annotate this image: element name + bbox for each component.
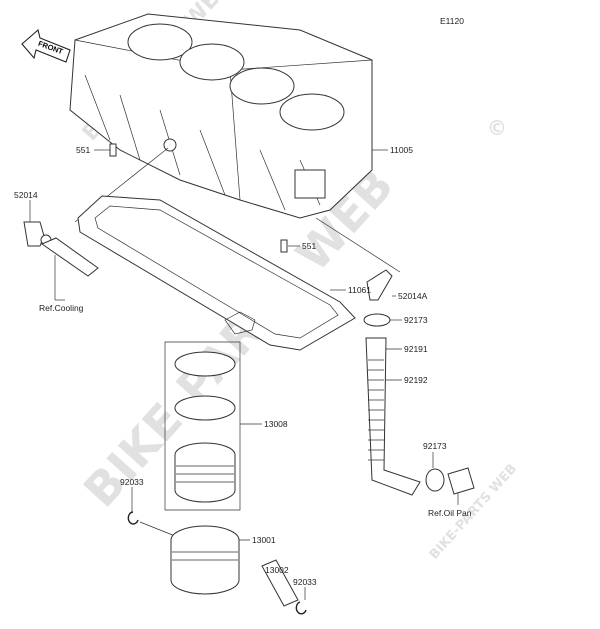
dowel-pin-upper bbox=[109, 143, 117, 157]
oil-hose bbox=[365, 337, 421, 496]
label-52014A: 52014A bbox=[398, 291, 428, 301]
cooling-hose bbox=[40, 237, 99, 277]
label-92173-upper: 92173 bbox=[404, 315, 428, 325]
label-13001: 13001 bbox=[252, 535, 276, 545]
label-11005: 11005 bbox=[390, 145, 413, 155]
label-92033-upper: 92033 bbox=[120, 477, 144, 487]
head-gasket-11061 bbox=[77, 195, 356, 351]
hose-clamp-upper bbox=[363, 313, 391, 327]
label-92192: 92192 bbox=[404, 375, 428, 385]
label-13008: 13008 bbox=[264, 419, 288, 429]
piston-pin-13002 bbox=[261, 559, 299, 607]
label-551-lower: 551 bbox=[302, 241, 316, 251]
watermark-copyright: © bbox=[487, 116, 507, 140]
front-arrow: FRONT bbox=[21, 28, 71, 63]
ref-cooling-label: Ref.Cooling bbox=[39, 303, 84, 313]
label-11061: 11061 bbox=[348, 285, 371, 295]
fitting-52014A bbox=[366, 269, 393, 301]
dowel-pin-lower bbox=[280, 239, 288, 253]
label-92173-lower: 92173 bbox=[423, 441, 447, 451]
cylinder-block bbox=[69, 13, 373, 219]
label-13002: 13002 bbox=[265, 565, 289, 575]
hose-clamp-lower bbox=[425, 468, 445, 492]
label-92191: 92191 bbox=[404, 344, 428, 354]
fitting-52014 bbox=[23, 221, 52, 247]
ref-oil-pan-label: Ref.Oil Pan bbox=[428, 508, 472, 518]
label-92033-lower: 92033 bbox=[293, 577, 317, 587]
diagram-code: E1120 bbox=[440, 16, 464, 26]
part-labels: 11005 551 52014 551 11061 52014A 92173 9… bbox=[14, 145, 472, 587]
oil-pan-fitting bbox=[447, 467, 475, 495]
circlip-92033-lower bbox=[295, 601, 307, 615]
circlip-92033-upper bbox=[127, 511, 139, 525]
piston-13001 bbox=[170, 525, 240, 595]
piston-ring-set bbox=[164, 341, 241, 511]
label-52014: 52014 bbox=[14, 190, 38, 200]
label-551-upper: 551 bbox=[76, 145, 90, 155]
